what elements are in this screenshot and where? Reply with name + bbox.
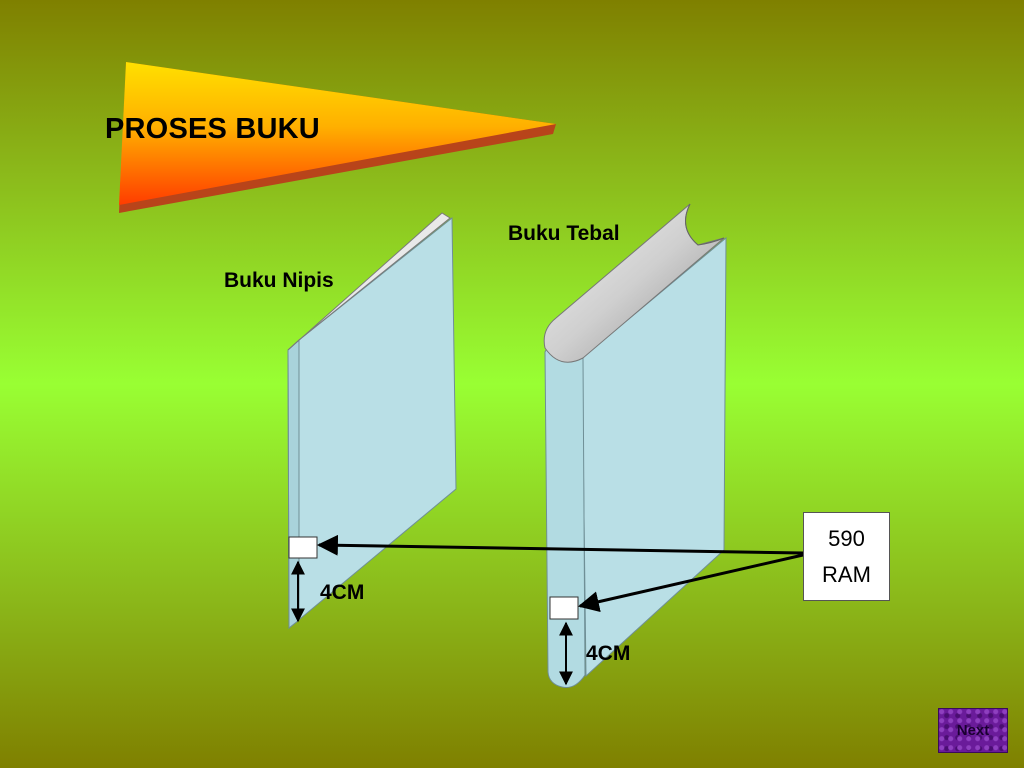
thick-book-measurement: 4CM bbox=[586, 642, 631, 665]
page-title: PROSES BUKU bbox=[105, 113, 320, 145]
thick-book-marker bbox=[549, 596, 579, 620]
ram-unit: RAM bbox=[822, 561, 871, 587]
ram-number: 590 bbox=[828, 526, 865, 552]
ram-box: 590 RAM bbox=[803, 512, 890, 601]
title-banner bbox=[119, 62, 556, 213]
thin-book-measurement: 4CM bbox=[320, 581, 365, 604]
next-button-label: Next bbox=[956, 722, 990, 739]
arrow-to-thick-book bbox=[577, 553, 804, 613]
next-button[interactable]: Next bbox=[938, 708, 1008, 753]
thin-book-label: Buku Nipis bbox=[224, 269, 334, 292]
arrow-to-thin-book bbox=[316, 534, 804, 556]
thin-book-marker bbox=[288, 536, 318, 559]
thick-book-label: Buku Tebal bbox=[508, 222, 620, 245]
